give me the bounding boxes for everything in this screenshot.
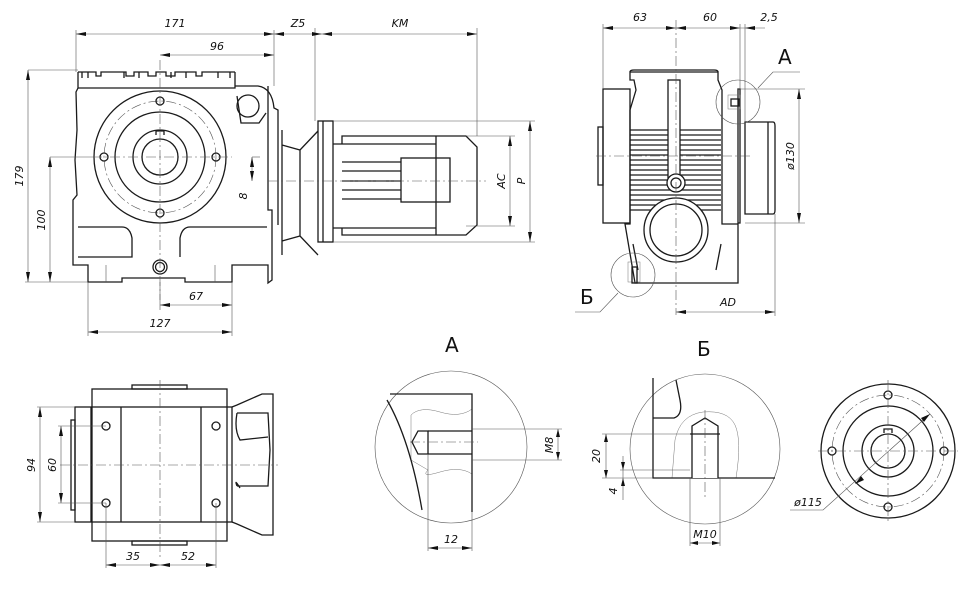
dim-35: 35 [126, 550, 140, 563]
motor-body [333, 135, 478, 236]
flange-bore [861, 424, 915, 478]
dim-8: 8 [237, 193, 250, 200]
dim-20: 20 [590, 449, 603, 463]
detail-b-circle [629, 373, 781, 525]
dim-ac: AC [495, 173, 508, 190]
detail-b: Б 20 4 M10 [590, 337, 781, 546]
motor-flange [317, 120, 334, 243]
dim-67: 67 [189, 290, 203, 303]
callout-circle-b [610, 252, 656, 298]
dim-60-top: 60 [46, 458, 59, 472]
terminal-box [400, 157, 451, 203]
detail-a-circle [374, 370, 528, 524]
gearbox-housing [72, 72, 273, 285]
detail-b-label: Б [697, 337, 711, 361]
detail-a: A M8 12 [374, 333, 562, 551]
dim-ad: AD [719, 296, 736, 309]
top-view: 94 60 35 52 [25, 380, 278, 568]
dim-63: 63 [633, 11, 647, 24]
dim-2-5: 2,5 [760, 11, 778, 24]
dim-m8: M8 [543, 437, 556, 454]
side-view: A Б 63 60 2,5 ø130 AD [575, 11, 805, 316]
dim-171: 171 [165, 17, 186, 30]
dim-96: 96 [210, 40, 224, 53]
dim-dia115: ø115 [793, 496, 822, 509]
motor-adapter [281, 130, 319, 256]
dim-z5: Z5 [290, 17, 306, 30]
dim-km: KM [392, 17, 409, 30]
front-view: 171 96 Z5 KM 179 100 8 AC P 67 127 [13, 17, 535, 336]
dim-12: 12 [444, 533, 458, 546]
dim-94: 94 [25, 458, 38, 472]
dim-60-side: 60 [703, 11, 717, 24]
side-motor-stub [744, 121, 776, 215]
top-adapter [231, 393, 274, 536]
callout-circle-a [715, 79, 761, 125]
dim-dia130: ø130 [784, 142, 797, 171]
housing-top-bumps [78, 71, 235, 77]
lifting-lug [235, 85, 279, 225]
detail-a-label: A [445, 333, 459, 357]
dim-179: 179 [13, 166, 26, 187]
flange-view: ø115 [790, 380, 958, 522]
side-housing [624, 71, 739, 284]
dim-100: 100 [35, 210, 48, 231]
dim-p: P [515, 177, 528, 184]
dim-4: 4 [607, 488, 620, 495]
dim-52: 52 [181, 550, 195, 563]
dim-m10: M10 [693, 528, 717, 541]
dim-127: 127 [150, 317, 171, 330]
callout-label-b: Б [580, 285, 594, 309]
callout-label-a: A [778, 45, 792, 69]
